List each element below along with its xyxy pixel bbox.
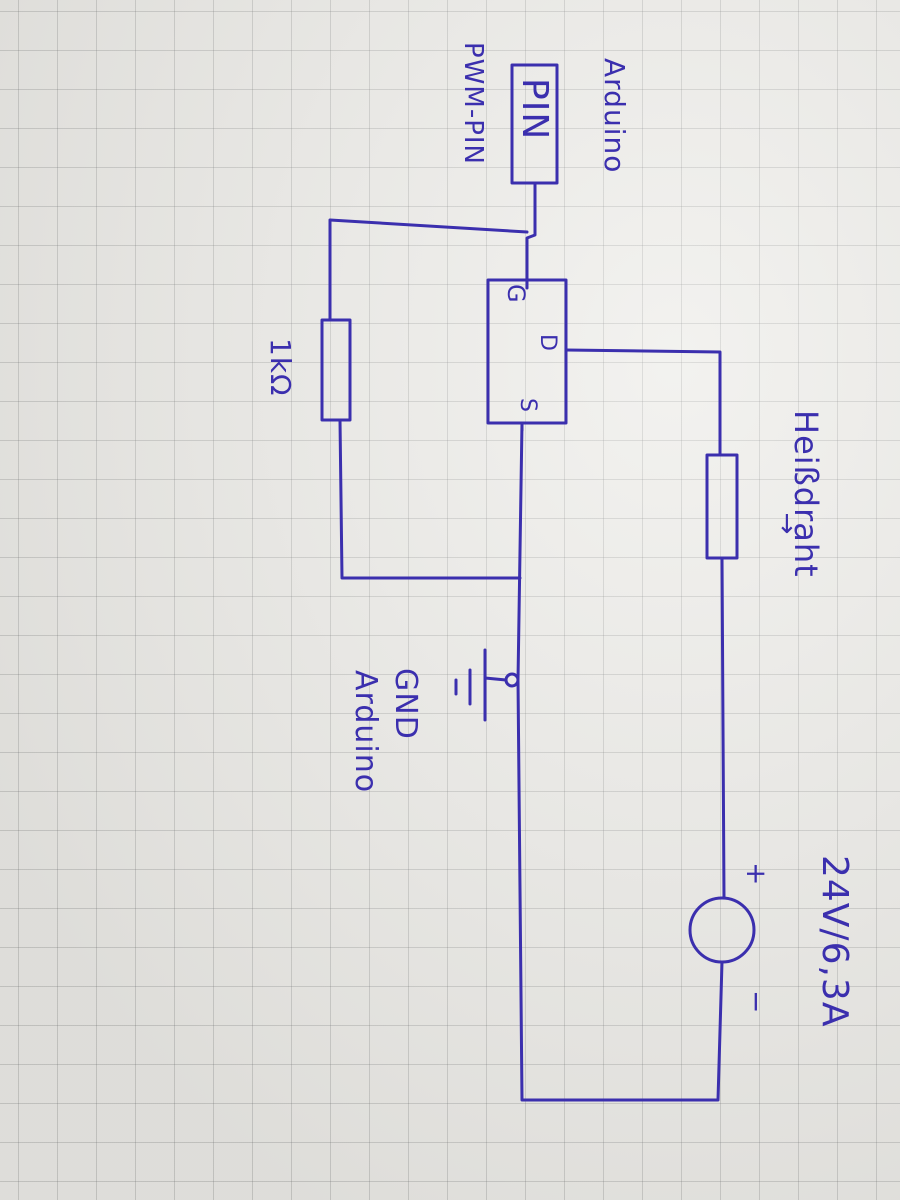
source-label: S — [515, 398, 540, 413]
minus-label: − — [740, 990, 773, 1015]
gate-label: G — [502, 284, 530, 304]
supply-return-wire — [516, 678, 724, 1102]
power-supply-source — [688, 896, 756, 964]
pin-to-gate-wire — [525, 181, 537, 282]
drain-wire — [564, 348, 722, 457]
pin-label: PIN — [514, 78, 555, 141]
pwm-pin-label: PWM-PIN — [458, 42, 488, 165]
heating-wire-resistor — [705, 453, 739, 560]
gnd-label: GND — [388, 668, 423, 740]
ground-stub — [483, 676, 508, 682]
heating-wire-arrow: ↓ — [776, 510, 799, 540]
drain-label: D — [535, 334, 560, 352]
resistor-label: 1kΩ — [264, 338, 297, 397]
ground-node — [504, 672, 520, 688]
heating-wire-label: Heißdraht — [787, 410, 825, 578]
plus-label: + — [740, 862, 773, 887]
arduino-label: Arduino — [598, 58, 631, 174]
supply-label: 24V/6,3A — [814, 855, 855, 1028]
resistor-1k — [320, 318, 352, 422]
gate-to-resistor-wire — [328, 218, 529, 322]
heating-to-supply-wire — [720, 556, 726, 900]
source-to-ground-wire — [516, 421, 524, 682]
gnd-arduino-label: Arduino — [348, 670, 383, 794]
resistor-to-ground-wire — [338, 418, 522, 580]
